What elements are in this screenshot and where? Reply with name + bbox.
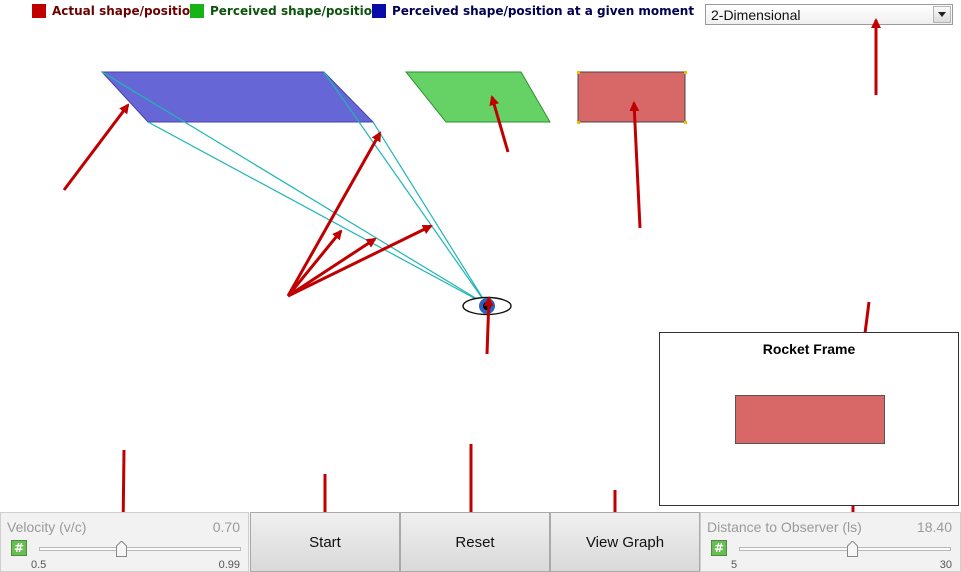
velocity-value: 0.70 [212, 519, 240, 535]
chevron-down-icon [938, 12, 946, 17]
distance-slider-thumb[interactable] [847, 541, 858, 557]
legend-actual: Actual shape/position [32, 4, 199, 18]
velocity-number-entry-button[interactable]: # [11, 540, 27, 556]
velocity-max: 0.99 [218, 559, 240, 571]
sight-line-3 [323, 71, 488, 306]
view-graph-button[interactable]: View Graph [550, 512, 700, 572]
annotation-arrows [62, 18, 881, 536]
dimension-dropdown-value: 2-Dimensional [711, 7, 801, 23]
velocity-slider-track[interactable] [39, 547, 241, 551]
rocket-frame-panel: Rocket Frame [659, 332, 959, 506]
legend-label-actual: Actual shape/position [52, 4, 199, 18]
sight-line-1 [101, 71, 488, 306]
arrow-perceived-shape [489, 95, 510, 153]
legend-swatch-actual [32, 4, 46, 18]
velocity-slider-thumb[interactable] [116, 541, 127, 557]
dimension-dropdown[interactable]: 2-Dimensional [705, 4, 953, 25]
actual-shape [577, 71, 686, 123]
legend-swatch-moment [372, 4, 386, 18]
arrow-eye [483, 296, 494, 355]
velocity-min: 0.5 [31, 559, 47, 571]
arrow-sight-line-1 [286, 131, 382, 297]
distance-label: Distance to Observer (ls) [707, 519, 862, 535]
legend-swatch-perceived [190, 4, 204, 18]
distance-number-entry-button[interactable]: # [711, 540, 727, 556]
sight-lines [101, 71, 488, 306]
legend-moment: Perceived shape/position at a given mome… [372, 4, 694, 18]
sight-line-2 [147, 121, 488, 306]
arrow-sight-line-2 [286, 229, 343, 297]
legend-label-moment: Perceived shape/position at a given mome… [392, 4, 695, 18]
velocity-label: Velocity (v/c) [7, 519, 87, 535]
rocket-frame-shape [735, 395, 885, 444]
arrow-sight-line-3 [287, 237, 377, 298]
perceived-shape [404, 71, 551, 123]
actual-shape-corners [577, 71, 687, 124]
sight-line-4 [372, 121, 488, 306]
legend-perceived: Perceived shape/position [190, 4, 381, 18]
distance-value: 18.40 [916, 519, 952, 535]
arrow-moment-shape [62, 103, 130, 191]
distance-slider-track[interactable] [739, 547, 951, 551]
reset-button[interactable]: Reset [400, 512, 550, 572]
velocity-control: Velocity (v/c) 0.70 # 0.5 0.99 [0, 512, 249, 572]
distance-min: 5 [731, 559, 738, 571]
arrow-sight-line-4 [287, 224, 433, 298]
distance-control: Distance to Observer (ls) 18.40 # 5 30 [700, 512, 961, 572]
distance-max: 30 [939, 559, 952, 571]
start-button[interactable]: Start [250, 512, 400, 572]
rocket-frame-title: Rocket Frame [762, 341, 856, 357]
legend-label-perceived: Perceived shape/position [210, 4, 381, 18]
arrow-actual-shape [629, 101, 642, 229]
observer-eye-icon [462, 296, 512, 316]
dropdown-toggle-button[interactable] [933, 6, 951, 23]
